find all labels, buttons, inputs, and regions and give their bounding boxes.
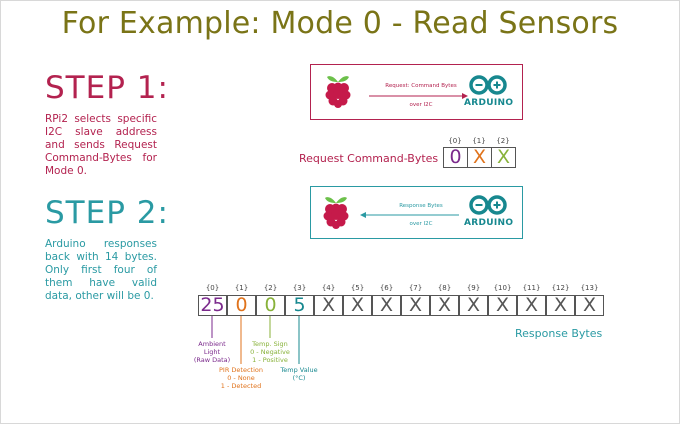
response-index-label: {0} xyxy=(205,284,220,292)
annotation-line: Temp. Sign xyxy=(252,340,288,348)
response-index-label: {11} xyxy=(522,284,541,292)
annotation-line: 1 - Detected xyxy=(220,382,262,390)
temp-value-annotation: Temp Value (°C) xyxy=(277,366,321,382)
response-byte-cell: X xyxy=(401,295,430,316)
annotation-line: Light xyxy=(203,348,221,356)
raspberry-pi-logo-icon xyxy=(325,76,351,108)
response-index-label: {13} xyxy=(580,284,599,292)
response-bytes-label: Response Bytes xyxy=(515,327,603,340)
arduino-wordmark: ARDUINO xyxy=(464,98,514,108)
response-index-label: {3} xyxy=(292,284,307,292)
response-index-label: {9} xyxy=(466,284,481,292)
annotation-line: PIR Detection xyxy=(219,366,263,374)
response-byte-cell: X xyxy=(459,295,488,316)
request-index-label: {1} xyxy=(472,137,486,145)
annotation-line: 1 - Positive xyxy=(252,356,288,364)
response-byte-cell: X xyxy=(372,295,401,316)
response-index-label: {12} xyxy=(551,284,570,292)
temp-sign-annotation: Temp. Sign 0 - Negative 1 - Positive xyxy=(242,340,298,364)
response-index-label: {4} xyxy=(321,284,336,292)
response-index-label: {1} xyxy=(234,284,249,292)
raspberry-pi-logo-icon xyxy=(323,197,349,229)
response-byte-cell: X xyxy=(488,295,517,316)
response-byte-cell: X xyxy=(343,295,372,316)
pir-detection-annotation: PIR Detection 0 - None 1 - Detected xyxy=(211,366,271,390)
response-byte-cell: 25 xyxy=(198,295,227,316)
annotation-line: Ambient xyxy=(198,340,226,348)
response-arrow-bottom-label: over I2C xyxy=(409,221,433,227)
response-byte-cell: 5 xyxy=(285,295,314,316)
response-arrow-top-label: Response Bytes xyxy=(399,203,443,209)
step2-description: Arduino responses back with 14 bytes. On… xyxy=(45,238,157,302)
response-byte-cell: X xyxy=(575,295,604,316)
page-title: For Example: Mode 0 - Read Sensors xyxy=(61,6,619,41)
response-byte-cell: 0 xyxy=(227,295,256,316)
annotation-line: (Raw Data) xyxy=(193,356,231,364)
annotation-line: (°C) xyxy=(292,374,306,382)
step1-heading: STEP 1: xyxy=(45,70,169,106)
response-byte-cell: X xyxy=(546,295,575,316)
response-byte-cell: X xyxy=(430,295,459,316)
request-diagram: Request: Command Bytes over I2C ARDUINO xyxy=(310,64,523,120)
request-byte-cell: X xyxy=(491,147,516,168)
request-arrow-bottom-label: over I2C xyxy=(409,102,433,108)
response-index-label: {8} xyxy=(437,284,452,292)
request-index-label: {2} xyxy=(496,137,510,145)
response-byte-cell: X xyxy=(314,295,343,316)
response-index-label: {5} xyxy=(350,284,365,292)
step2-heading: STEP 2: xyxy=(45,195,169,231)
arduino-logo-icon xyxy=(469,75,507,95)
response-diagram: Response Bytes over I2C ARDUINO xyxy=(310,186,523,239)
response-index-label: {6} xyxy=(379,284,394,292)
request-arrow-top-label: Request: Command Bytes xyxy=(385,83,457,89)
response-index-label: {10} xyxy=(493,284,512,292)
annotation-line: 0 - None xyxy=(227,374,255,382)
request-bytes-label: Request Command-Bytes xyxy=(299,152,439,165)
arduino-logo-icon xyxy=(469,195,507,215)
step1-description: RPi2 selects specific I2C slave address … xyxy=(45,113,157,177)
response-index-label: {2} xyxy=(263,284,278,292)
arrow-right-icon xyxy=(369,93,468,99)
response-byte-cell: X xyxy=(517,295,546,316)
annotation-line: Temp Value xyxy=(280,366,318,374)
response-index-label: {7} xyxy=(408,284,423,292)
request-index-label: {0} xyxy=(448,137,462,145)
arrow-left-icon xyxy=(360,212,459,218)
arduino-wordmark: ARDUINO xyxy=(464,218,514,228)
ambient-light-annotation: Ambient Light (Raw Data) xyxy=(187,340,237,364)
response-byte-cell: 0 xyxy=(256,295,285,316)
annotation-line: 0 - Negative xyxy=(250,348,290,356)
